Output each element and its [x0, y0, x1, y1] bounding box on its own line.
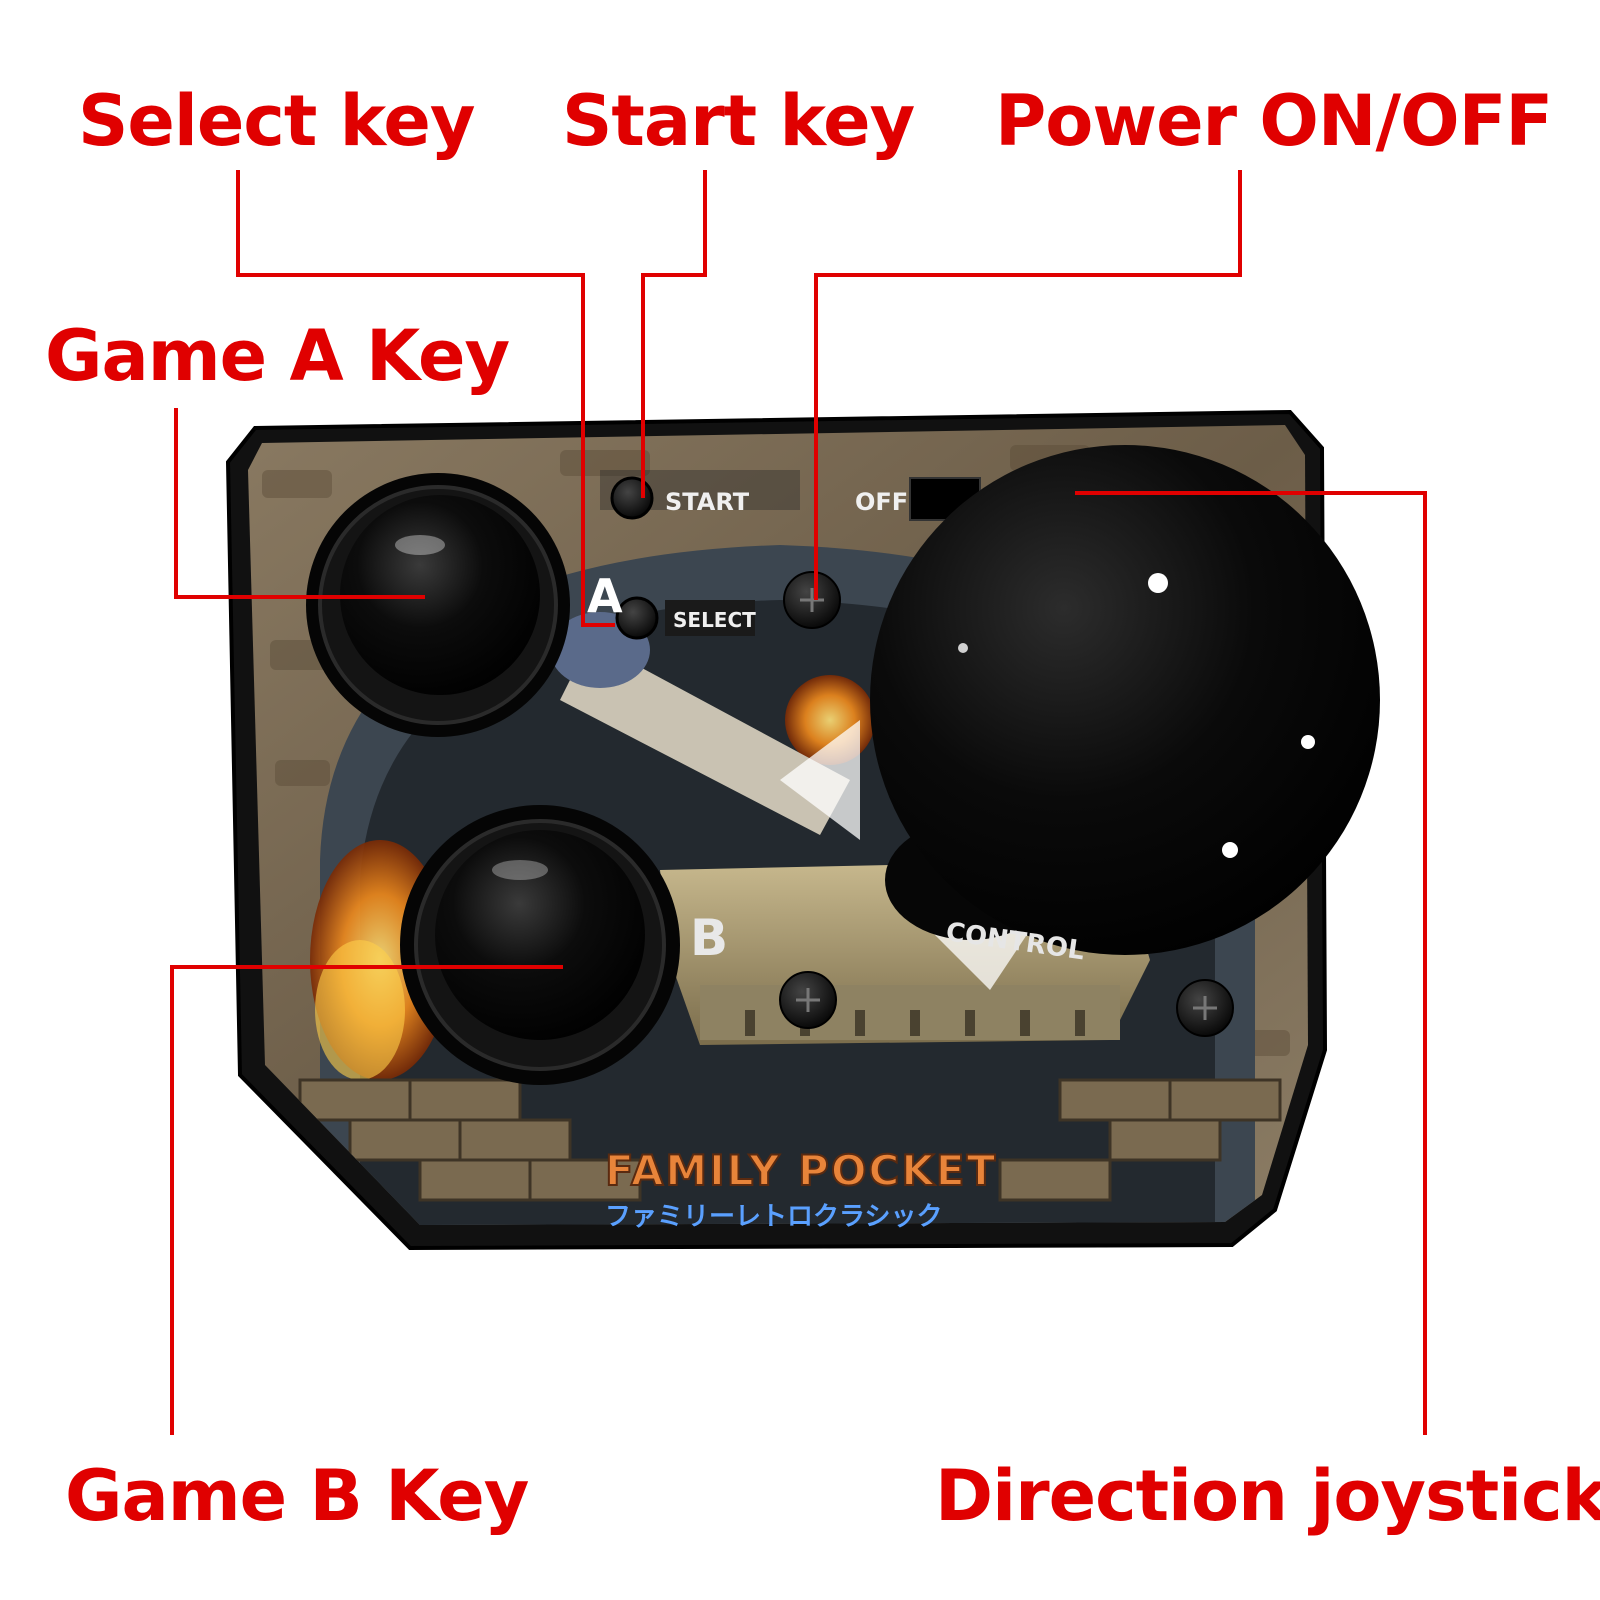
start-key-callout: Start key: [562, 80, 915, 162]
start-label: START: [665, 488, 750, 516]
power-leader: [814, 170, 1242, 600]
callout-lines: [170, 170, 1427, 1435]
start-key-leader: [641, 170, 707, 498]
off-label: OFF: [855, 488, 908, 516]
brand-logo: FAMILY POCKET: [605, 1146, 997, 1195]
select-label: SELECT: [673, 608, 756, 632]
joystick-leader: [1075, 491, 1427, 1435]
joystick-callout: Direction joystick: [935, 1455, 1600, 1537]
game-a-leader: [174, 408, 425, 599]
a-label: A: [587, 569, 623, 623]
select-key-callout: Select key: [78, 80, 475, 162]
start-button: [610, 476, 654, 520]
select-key-leader: [236, 170, 615, 627]
game-b-button: [400, 805, 680, 1085]
b-label: B: [690, 909, 728, 967]
power-callout: Power ON/OFF: [995, 80, 1553, 162]
game-b-leader: [170, 965, 563, 1435]
brand-subtitle: ファミリーレトロクラシック: [605, 1202, 942, 1232]
select-button: [615, 596, 659, 640]
game-a-callout: Game A Key: [45, 315, 510, 397]
direction-joystick: [870, 445, 1380, 955]
game-a-button: [306, 473, 570, 737]
game-b-callout: Game B Key: [65, 1455, 529, 1537]
